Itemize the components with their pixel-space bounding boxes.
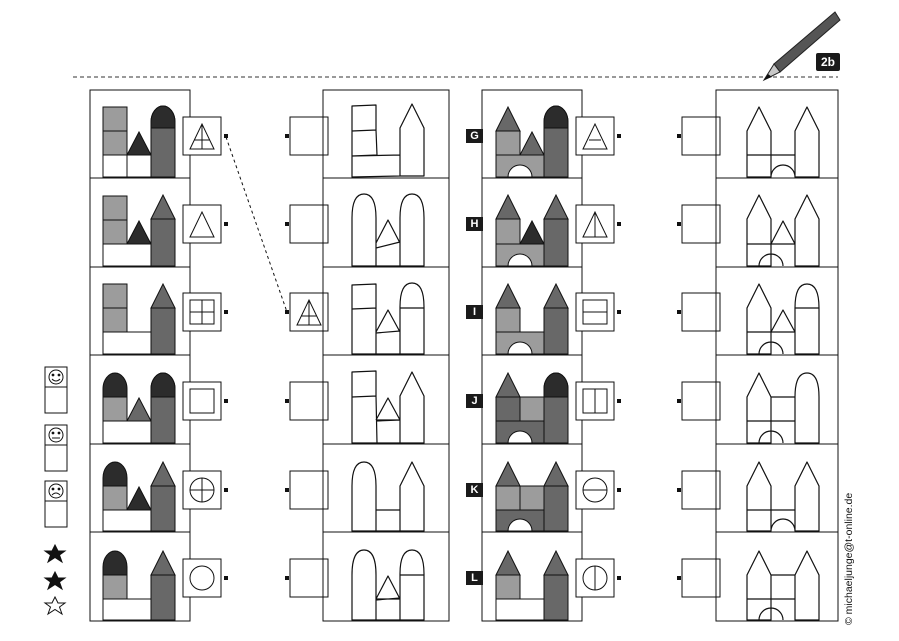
row-label-g: G (466, 129, 483, 143)
column-1-dots[interactable] (224, 134, 228, 580)
column-2-dots[interactable] (285, 134, 289, 580)
rating-faces[interactable] (44, 366, 68, 528)
column-2-answer-boxes[interactable] (289, 116, 329, 598)
example-connection-line (225, 136, 288, 313)
row-label-l: L (466, 571, 483, 585)
column-2-outline-castles (322, 89, 450, 622)
column-1-symbol-boxes[interactable] (182, 116, 222, 598)
column-1-colored-castles (89, 89, 191, 622)
page-number-badge: 2b (816, 53, 840, 71)
row-label-k: K (466, 483, 483, 497)
rating-stars[interactable] (43, 543, 67, 616)
column-3-symbol-boxes[interactable] (575, 116, 615, 598)
copyright-text: © michaeljunge@t-online.de (843, 492, 855, 625)
pencil-icon (762, 11, 841, 82)
row-label-j: J (466, 394, 483, 408)
column-1-symbols (189, 122, 215, 591)
row-label-i: I (466, 305, 483, 319)
column-4-dots[interactable] (677, 134, 681, 580)
column-3-symbols (582, 122, 608, 591)
column-4-outline-castles (715, 89, 839, 622)
column-2-example-symbol (296, 298, 322, 326)
column-3-dots[interactable] (617, 134, 621, 580)
column-3-colored-castles (481, 89, 583, 622)
row-label-h: H (466, 217, 483, 231)
column-4-answer-boxes[interactable] (681, 116, 721, 598)
